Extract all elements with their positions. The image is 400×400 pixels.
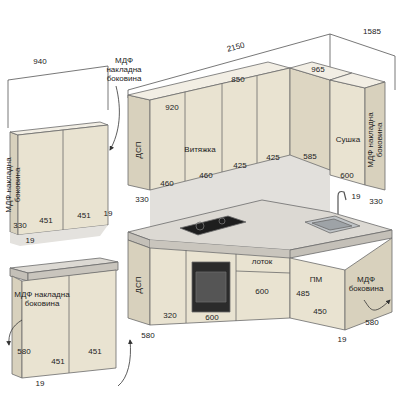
dimension-label: 920 <box>165 104 178 113</box>
dimension-label: 850 <box>231 76 244 85</box>
dimension-label: 451 <box>51 358 64 367</box>
dimension-label: 19 <box>352 193 361 202</box>
dimension-label: 600 <box>255 288 268 297</box>
part-label: Витяжка <box>184 146 215 155</box>
dimension-label: 330 <box>135 196 148 205</box>
dimension-label: 425 <box>233 162 246 171</box>
dimension-label: 19 <box>26 237 35 246</box>
dimension-label: 580 <box>17 348 30 357</box>
dimension-label: 320 <box>163 312 176 321</box>
dimension-label: 19 <box>338 336 347 345</box>
dimension-label: 451 <box>77 212 90 221</box>
dimension-label: 940 <box>33 58 46 67</box>
part-label: МДФ накладна боковина <box>367 105 385 175</box>
dimension-label: 2150 <box>226 41 245 54</box>
dimension-label: 425 <box>266 154 279 163</box>
dimension-label: 450 <box>313 308 326 317</box>
dimension-label: 19 <box>36 380 45 389</box>
dimension-label: 330 <box>369 198 382 207</box>
dimension-label: 600 <box>340 172 353 181</box>
dimension-label: 19 <box>104 210 113 219</box>
part-label: Сушка <box>336 136 360 145</box>
part-label: лоток <box>252 258 273 267</box>
dimension-label: 460 <box>160 180 173 189</box>
part-label: МДФ накладна боковина <box>98 57 150 83</box>
part-label: ПМ <box>310 276 322 285</box>
dimension-label: 965 <box>311 66 324 75</box>
dimension-label: 600 <box>205 314 218 323</box>
part-label: МДФ боковина <box>344 276 388 294</box>
dimension-label: 451 <box>88 348 101 357</box>
dimension-label: 580 <box>141 332 154 341</box>
dimension-label: 330 <box>13 222 26 231</box>
dimension-label: 485 <box>296 290 309 299</box>
dimension-label: 460 <box>199 172 212 181</box>
dimension-label: 585 <box>303 153 316 162</box>
dimension-label: 451 <box>39 217 52 226</box>
part-label: МДФ накладна боковина <box>14 291 70 309</box>
part-label: МДФ накладна боковина <box>5 150 23 220</box>
dimension-label: 580 <box>365 319 378 328</box>
part-label: ДСП <box>135 142 144 159</box>
dimension-label: 1585 <box>363 28 381 37</box>
part-label: ДСП <box>135 277 144 294</box>
